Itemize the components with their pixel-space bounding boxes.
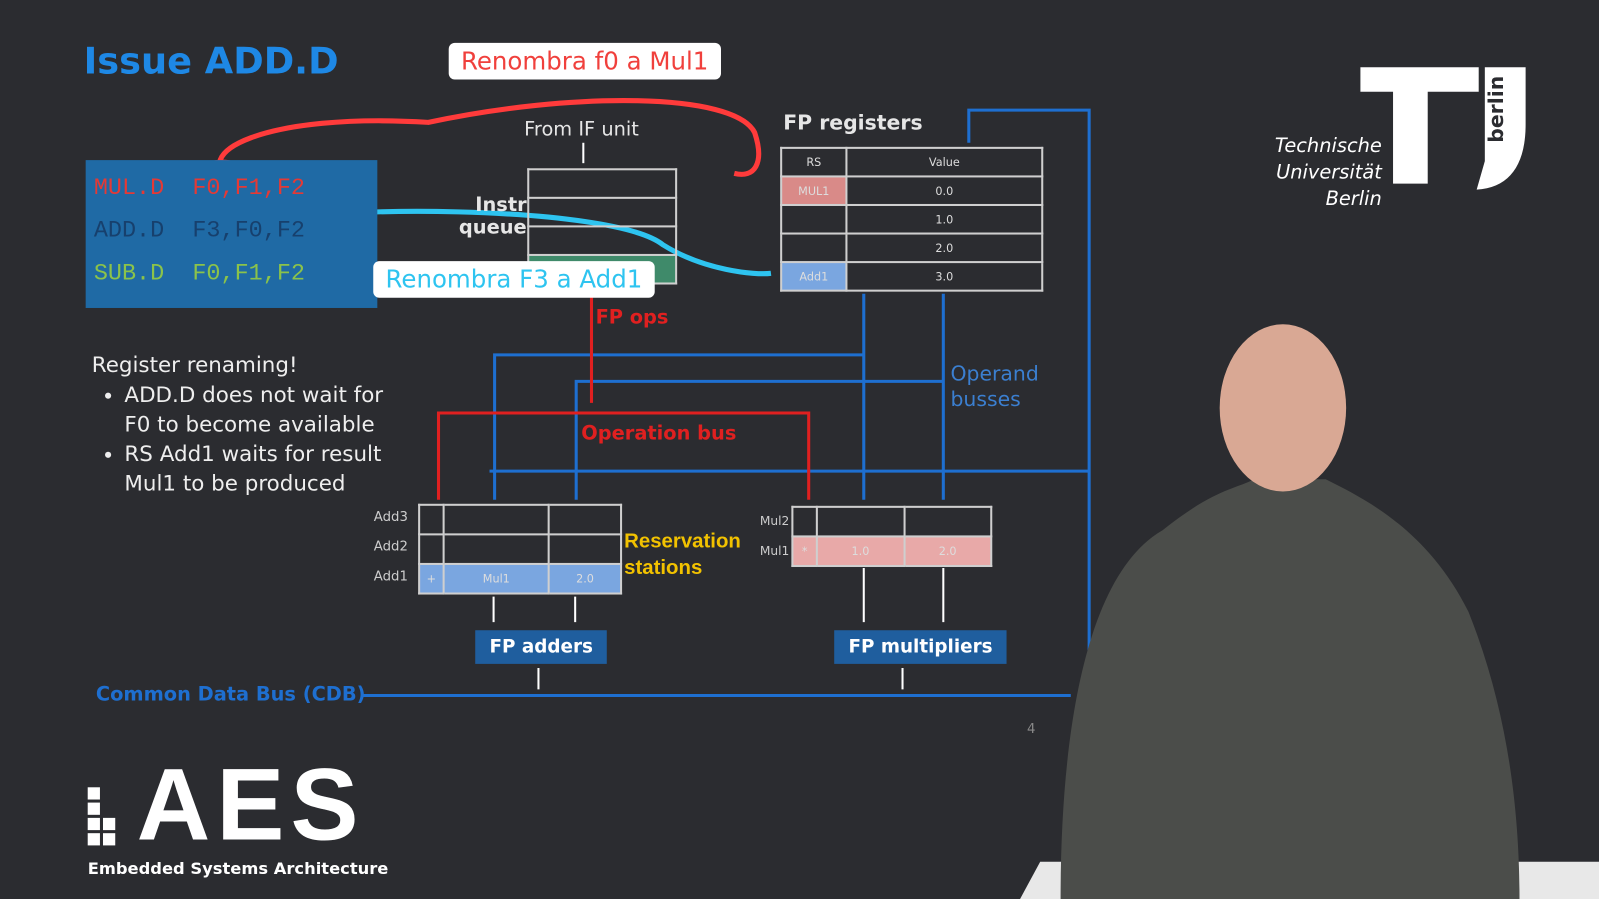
instruction-row: ADD.D F3,F0,F2: [93, 217, 305, 244]
annotation-red-arrow: [217, 98, 762, 186]
fp-registers-title: FP registers: [783, 110, 923, 135]
instruction-list: MUL.D F0,F1,F2 ADD.D F3,F0,F2 SUB.D F0,F…: [85, 160, 378, 308]
instruction-row: MUL.D F0,F1,F2: [93, 174, 305, 201]
aes-logo-mark: [87, 787, 116, 846]
presenter-head: [1219, 324, 1347, 492]
operation-bus-wire: [436, 411, 811, 500]
cdb-label: Common Data Bus (CDB): [95, 683, 366, 706]
slide-title: Issue ADD.D: [83, 40, 339, 83]
annotation-callout-mid: Renombra F3 a Add1: [373, 261, 655, 298]
add-rs-labels: Add3 Add2 Add1: [373, 509, 408, 585]
aes-subtitle: Embedded Systems Architecture: [87, 858, 389, 879]
cdb-to-registers-wire: [967, 108, 1091, 696]
mul-rs-labels: Mul2 Mul1: [759, 513, 790, 558]
instruction-row: SUB.D F0,F1,F2: [93, 260, 305, 287]
operand-bus-wire: [493, 353, 944, 500]
slide-notes: Register renaming! ADD.D does not wait f…: [92, 351, 390, 499]
page-number: 4: [1026, 722, 1036, 738]
tu-berlin-logo: [1360, 67, 1526, 190]
tu-berlin-vertical: berlin: [1483, 75, 1509, 143]
from-if-label: From IF unit: [524, 118, 639, 141]
operation-bus-label: Operation bus: [581, 422, 737, 445]
fp-adders-unit: FP adders: [475, 630, 608, 664]
operand-bus-wire: [862, 293, 945, 500]
presenter: [1060, 479, 1520, 899]
fp-multipliers-unit: FP multipliers: [834, 630, 1007, 664]
annotation-callout-top: Renombra f0 a Mul1: [448, 42, 721, 80]
fp-ops-label: FP ops: [595, 305, 669, 329]
aes-logo-text: AES: [136, 747, 365, 862]
